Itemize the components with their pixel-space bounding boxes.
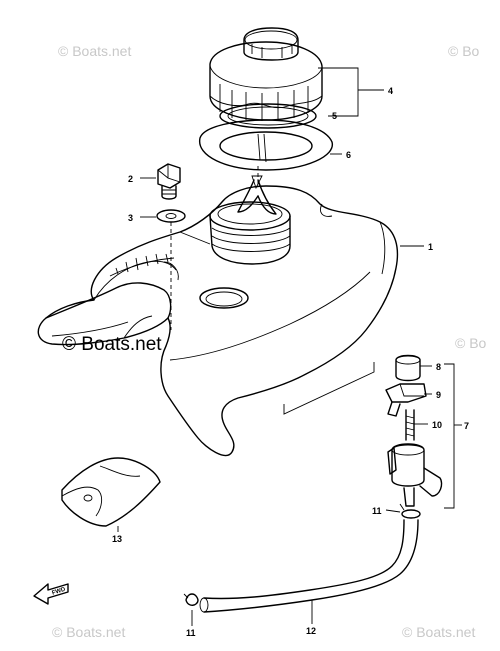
watermark-bottom-left: © Boats.net (52, 624, 125, 640)
fuel-cap (209, 27, 323, 121)
callout-6: 6 (346, 150, 351, 160)
callout-4: 4 (388, 86, 393, 96)
fuel-hose (199, 519, 419, 613)
callout-13: 13 (112, 534, 122, 544)
watermark-center: © Boats.net (62, 334, 162, 355)
cap-gasket (219, 103, 317, 129)
callout-8: 8 (436, 362, 441, 372)
callout-11-upper: 11 (372, 506, 382, 516)
callout-5: 5 (332, 111, 337, 121)
callout-11-lower: 11 (186, 628, 196, 638)
cushion-pad (61, 457, 161, 527)
fwd-label: FWD (51, 587, 66, 597)
cap-seal-ring (199, 119, 333, 171)
bolt (157, 163, 181, 200)
callout-1: 1 (428, 242, 433, 252)
fuel-cock-assembly (385, 354, 443, 507)
watermark-top-right: © Bo (448, 43, 480, 59)
hose-clamp-upper (399, 503, 421, 519)
callout-12: 12 (306, 626, 316, 636)
forward-arrow: FWD (33, 583, 69, 605)
callout-7: 7 (464, 421, 469, 431)
callout-9: 9 (436, 390, 441, 400)
watermark-right-mid: © Bo (455, 335, 487, 351)
hose-clamp-lower (183, 593, 199, 606)
washer (156, 209, 186, 223)
callout-2: 2 (128, 174, 133, 184)
fuel-tank (37, 166, 399, 457)
watermark-top-left: © Boats.net (58, 43, 131, 59)
watermark-bottom-right: © Boats.net (402, 624, 475, 640)
filler-strainer (237, 175, 277, 215)
callout-10: 10 (432, 420, 442, 430)
callout-3: 3 (128, 213, 133, 223)
